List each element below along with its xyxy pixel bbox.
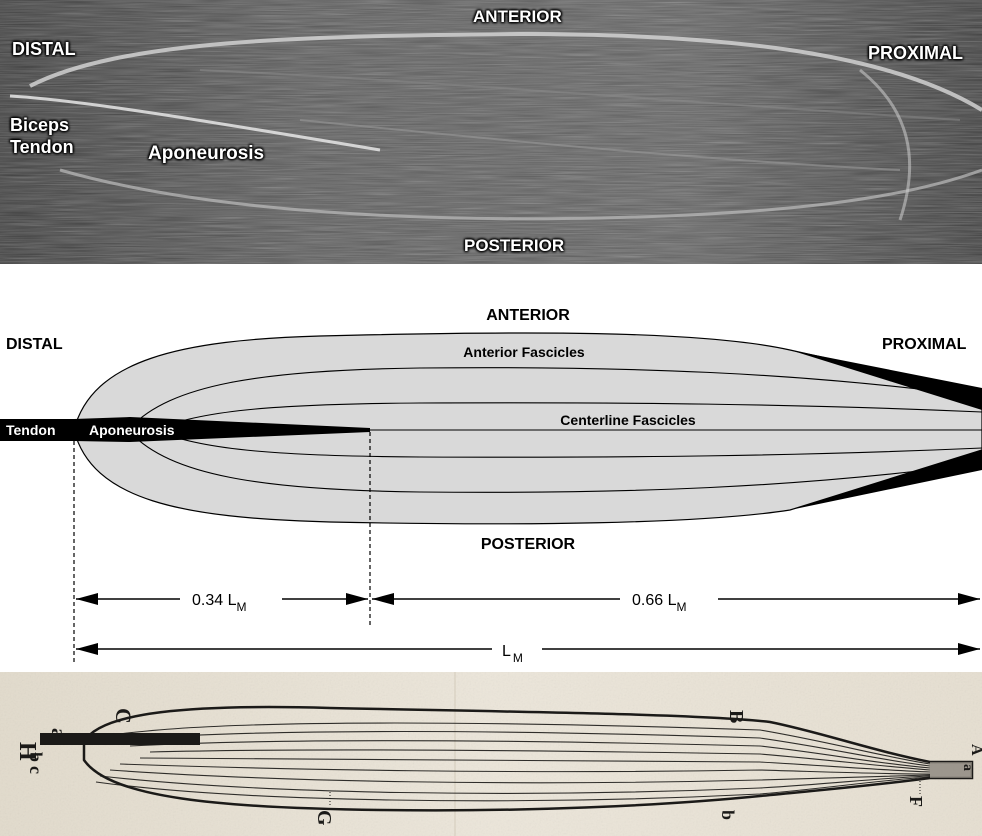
- schematic-aponeurosis-label: Aponeurosis: [89, 422, 175, 438]
- engraving-letter-B: B: [725, 710, 747, 723]
- muscle-schematic: ANTERIOR DISTAL PROXIMAL Anterior Fascic…: [0, 264, 982, 672]
- us-proximal-label: PROXIMAL: [868, 44, 963, 63]
- engraving-letter-c: c: [26, 766, 46, 774]
- us-biceps-label: Biceps: [10, 116, 69, 135]
- ultrasound-image: [0, 0, 982, 264]
- engraving-letter-a-right: a: [960, 764, 975, 771]
- engraving-letter-b: b: [718, 810, 738, 820]
- us-distal-label: DISTAL: [12, 40, 76, 59]
- dim-long-label: 0.66 LM: [632, 592, 686, 614]
- dim-short-label: 0.34 LM: [192, 592, 246, 614]
- engraving-letter-F: F: [906, 796, 926, 807]
- us-anterior-label: ANTERIOR: [473, 8, 562, 26]
- centerline-fascicles-label: Centerline Fascicles: [560, 412, 696, 428]
- us-posterior-label: POSTERIOR: [464, 237, 564, 255]
- engraving-letter-a-top: a: [47, 728, 69, 738]
- us-aponeurosis-label: Aponeurosis: [148, 144, 264, 164]
- schematic-proximal-label: PROXIMAL: [882, 336, 967, 353]
- engraving-letter-G: G: [313, 810, 335, 826]
- schematic-tendon-label: Tendon: [6, 422, 56, 438]
- engraving-letter-A: A: [968, 744, 982, 756]
- engraving-letter-b-top: b: [26, 752, 46, 762]
- historical-engraving: H b c a C B b G A a F: [0, 672, 982, 836]
- schematic-panel: ANTERIOR DISTAL PROXIMAL Anterior Fascic…: [0, 264, 982, 672]
- ultrasound-panel: ANTERIOR DISTAL PROXIMAL Biceps Tendon A…: [0, 0, 982, 264]
- engraving-panel: H b c a C B b G A a F: [0, 672, 982, 836]
- schematic-anterior-label: ANTERIOR: [486, 307, 570, 324]
- schematic-posterior-label: POSTERIOR: [481, 536, 576, 553]
- engraving-letter-C: C: [111, 708, 136, 724]
- us-tendon-label: Tendon: [10, 138, 74, 157]
- anterior-fascicles-label: Anterior Fascicles: [463, 344, 585, 360]
- schematic-distal-label: DISTAL: [6, 336, 63, 353]
